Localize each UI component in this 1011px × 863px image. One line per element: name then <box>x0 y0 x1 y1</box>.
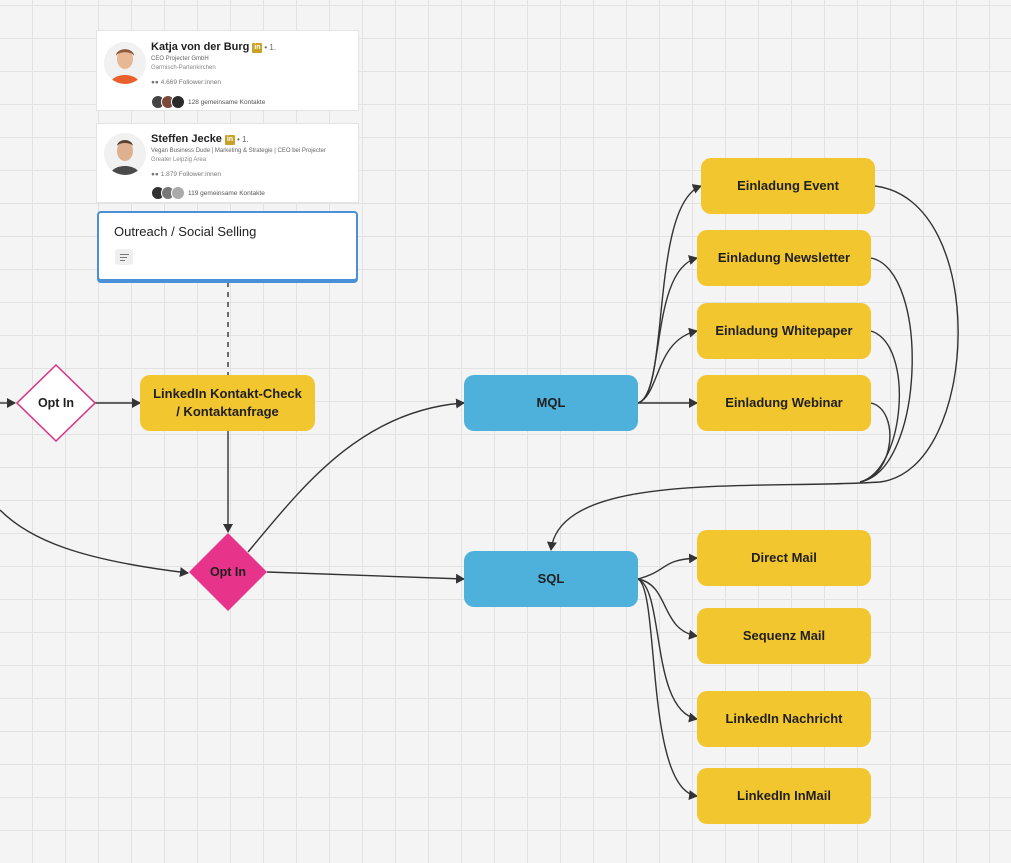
node-label: Einladung Event <box>737 177 839 193</box>
node-label: Einladung Whitepaper <box>715 322 853 338</box>
mql-node[interactable]: MQL <box>464 375 638 431</box>
sequenz-mail-node[interactable]: Sequenz Mail <box>697 608 871 664</box>
edge-event-to-sql <box>546 185 959 551</box>
edge-opt-in-to-sql <box>266 571 465 584</box>
node-label: LinkedIn Nachricht <box>725 710 843 726</box>
node-label: Einladung Webinar <box>725 394 843 410</box>
edge-sql-to-linkedin-inmail <box>637 578 698 801</box>
edge-left-curve-to-opt-in <box>0 509 189 578</box>
node-label: LinkedIn Kontakt-Check / Kontaktanfrage <box>153 385 302 419</box>
linkedin-inmail-node[interactable]: LinkedIn InMail <box>697 768 871 824</box>
node-label: Sequenz Mail <box>742 627 826 643</box>
avatar <box>104 133 146 175</box>
edge-opt-in-to-mql <box>247 398 465 553</box>
profile-location: Garmisch-Partenkirchen <box>151 65 216 71</box>
direct-mail-node[interactable]: Direct Mail <box>697 530 871 586</box>
profile-headline: Vegan Business Dude | Marketing & Strate… <box>151 148 326 154</box>
edge-mql-to-whitepaper <box>637 327 698 404</box>
opt-in-decision-filled[interactable]: Opt In <box>188 532 268 612</box>
linkedin-nachricht-node[interactable]: LinkedIn Nachricht <box>697 691 871 747</box>
edge-mql-to-newsletter <box>637 255 698 404</box>
profile-followers: ●● 4.669 Follower:innen <box>151 79 222 86</box>
einladung-whitepaper-node[interactable]: Einladung Whitepaper <box>697 303 871 359</box>
people-icon: ●● <box>151 79 161 86</box>
mutual-contacts[interactable]: 119 gemeinsame Kontakte <box>151 186 265 200</box>
node-label: SQL <box>537 570 565 586</box>
linkedin-contact-check-node[interactable]: LinkedIn Kontakt-Check / Kontaktanfrage <box>140 375 315 431</box>
outreach-title: Outreach / Social Selling <box>114 224 257 239</box>
opt-in-decision-outline[interactable]: Opt In <box>15 363 97 443</box>
einladung-newsletter-node[interactable]: Einladung Newsletter <box>697 230 871 286</box>
avatar <box>171 186 185 200</box>
node-label: LinkedIn InMail <box>737 787 831 803</box>
mutual-contacts[interactable]: 128 gemeinsame Kontakte <box>151 95 265 109</box>
einladung-webinar-node[interactable]: Einladung Webinar <box>697 375 871 431</box>
einladung-event-node[interactable]: Einladung Event <box>701 158 875 214</box>
description-icon[interactable] <box>115 249 133 265</box>
edge-newsletter-to-sql <box>859 257 913 483</box>
opt-in-label: Opt In <box>37 396 75 410</box>
edge-sql-to-direct-mail <box>637 553 698 580</box>
node-label: MQL <box>536 394 566 410</box>
edge-whitepaper-to-sql <box>859 330 900 483</box>
edge-sql-to-sequenz-mail <box>637 578 698 640</box>
node-label: Direct Mail <box>751 549 817 565</box>
profile-followers: ●● 1.879 Follower:innen <box>151 171 222 178</box>
edge-sql-to-linkedin-nachricht <box>637 578 698 723</box>
avatar <box>104 42 146 84</box>
people-icon: ●● <box>151 171 161 178</box>
sql-node[interactable]: SQL <box>464 551 638 607</box>
profile-headline: CEO Projecter GmbH <box>151 56 209 62</box>
linkedin-icon: in <box>252 43 263 53</box>
edge-mql-to-event <box>637 184 702 404</box>
linkedin-icon: in <box>224 135 235 145</box>
outreach-card[interactable]: Outreach / Social Selling <box>97 211 358 281</box>
avatar <box>171 95 185 109</box>
edge-webinar-to-sql <box>859 402 891 483</box>
profile-location: Greater Leipzig Area <box>151 157 207 163</box>
node-label: Einladung Newsletter <box>717 249 851 265</box>
opt-in-label: Opt In <box>209 565 247 579</box>
